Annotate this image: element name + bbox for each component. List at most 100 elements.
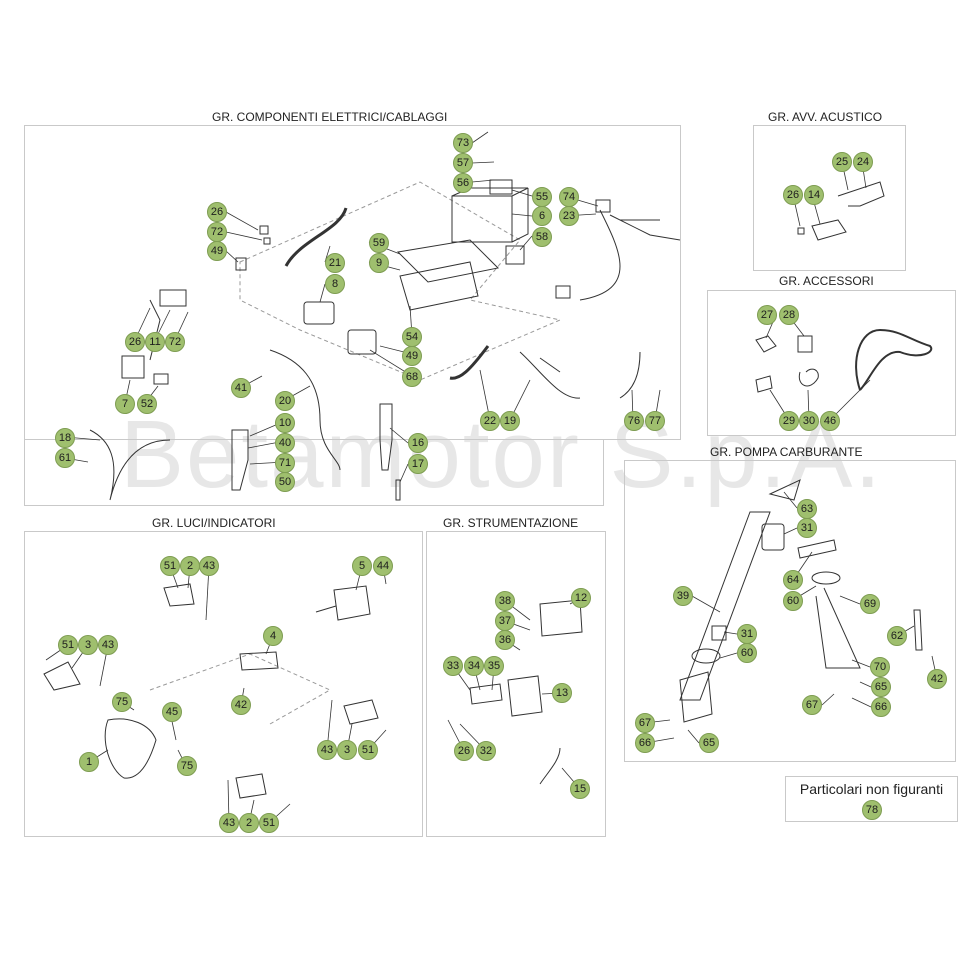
callout-badge: 19 xyxy=(500,411,520,431)
callout-badge: 12 xyxy=(571,588,591,608)
callout-badge: 77 xyxy=(645,411,665,431)
callout-badge: 42 xyxy=(927,669,947,689)
callout-badge: 22 xyxy=(480,411,500,431)
callout-badge: 15 xyxy=(570,779,590,799)
callout-badge: 24 xyxy=(853,152,873,172)
callout-badge: 72 xyxy=(207,222,227,242)
callout-badge: 13 xyxy=(552,683,572,703)
callout-badge: 59 xyxy=(369,233,389,253)
callout-badge: 75 xyxy=(177,756,197,776)
callout-badge: 73 xyxy=(453,133,473,153)
callout-badge: 9 xyxy=(369,253,389,273)
box-horn xyxy=(753,125,906,271)
callout-badge: 76 xyxy=(624,411,644,431)
box-fuel-pump xyxy=(624,460,956,762)
callout-badge: 11 xyxy=(145,332,165,352)
callout-badge: 60 xyxy=(783,591,803,611)
battery-drawing xyxy=(451,195,513,243)
callout-badge: 65 xyxy=(699,733,719,753)
callout-badge: 21 xyxy=(325,253,345,273)
box-instruments xyxy=(426,531,606,837)
callout-badge: 31 xyxy=(737,624,757,644)
callout-badge: 2 xyxy=(239,813,259,833)
callout-badge: 45 xyxy=(162,702,182,722)
callout-badge: 17 xyxy=(408,454,428,474)
callout-badge: 42 xyxy=(231,695,251,715)
callout-badge: 23 xyxy=(559,206,579,226)
callout-badge: 69 xyxy=(860,594,880,614)
callout-badge: 40 xyxy=(275,433,295,453)
box-electrical xyxy=(24,125,681,440)
callout-badge: 26 xyxy=(125,332,145,352)
callout-badge: 51 xyxy=(259,813,279,833)
callout-badge: 37 xyxy=(495,611,515,631)
callout-badge: 49 xyxy=(207,241,227,261)
callout-badge: 61 xyxy=(55,448,75,468)
callout-badge: 26 xyxy=(207,202,227,222)
callout-badge: 55 xyxy=(532,187,552,207)
callout-badge: 75 xyxy=(112,692,132,712)
callout-badge: 74 xyxy=(559,187,579,207)
callout-badge: 57 xyxy=(453,153,473,173)
callout-badge: 67 xyxy=(802,695,822,715)
callout-badge: 27 xyxy=(757,305,777,325)
callout-badge: 3 xyxy=(337,740,357,760)
callout-badge: 29 xyxy=(779,411,799,431)
callout-badge: 43 xyxy=(199,556,219,576)
callout-badge: 26 xyxy=(783,185,803,205)
callout-badge: 4 xyxy=(263,626,283,646)
callout-badge: 52 xyxy=(137,394,157,414)
callout-badge: 8 xyxy=(325,274,345,294)
callout-badge: 26 xyxy=(454,741,474,761)
callout-badge: 50 xyxy=(275,472,295,492)
callout-badge: 54 xyxy=(402,327,422,347)
callout-badge: 44 xyxy=(373,556,393,576)
group-title-fuel-pump: GR. POMPA CARBURANTE xyxy=(710,445,863,459)
callout-badge: 64 xyxy=(783,570,803,590)
callout-badge: 56 xyxy=(453,173,473,193)
note-label: Particolari non figuranti xyxy=(799,781,944,797)
callout-badge: 14 xyxy=(804,185,824,205)
callout-badge: 58 xyxy=(532,227,552,247)
callout-badge: 38 xyxy=(495,591,515,611)
callout-badge: 10 xyxy=(275,413,295,433)
callout-badge: 34 xyxy=(464,656,484,676)
callout-badge: 6 xyxy=(532,206,552,226)
callout-badge: 66 xyxy=(635,733,655,753)
callout-badge: 70 xyxy=(870,657,890,677)
callout-badge: 36 xyxy=(495,630,515,650)
group-title-instruments: GR. STRUMENTAZIONE xyxy=(443,516,579,530)
not-shown-parts-note: Particolari non figuranti 78 xyxy=(785,776,958,822)
group-title-electrical: GR. COMPONENTI ELETTRICI/CABLAGGI xyxy=(212,110,448,124)
callout-badge: 18 xyxy=(55,428,75,448)
callout-badge: 43 xyxy=(98,635,118,655)
callout-badge: 2 xyxy=(180,556,200,576)
callout-badge: 63 xyxy=(797,499,817,519)
callout-badge: 28 xyxy=(779,305,799,325)
callout-badge: 39 xyxy=(673,586,693,606)
callout-badge: 3 xyxy=(78,635,98,655)
callout-badge: 78 xyxy=(862,800,882,820)
callout-badge: 51 xyxy=(58,635,78,655)
callout-badge: 25 xyxy=(832,152,852,172)
callout-badge: 65 xyxy=(871,677,891,697)
callout-badge: 43 xyxy=(219,813,239,833)
group-title-horn: GR. AVV. ACUSTICO xyxy=(768,110,883,124)
callout-badge: 46 xyxy=(820,411,840,431)
callout-badge: 20 xyxy=(275,391,295,411)
callout-badge: 41 xyxy=(231,378,251,398)
callout-badge: 60 xyxy=(737,643,757,663)
callout-badge: 35 xyxy=(484,656,504,676)
callout-badge: 31 xyxy=(797,518,817,538)
callout-badge: 68 xyxy=(402,367,422,387)
callout-badge: 32 xyxy=(476,741,496,761)
box-lights xyxy=(24,531,423,837)
callout-badge: 62 xyxy=(887,626,907,646)
callout-badge: 51 xyxy=(160,556,180,576)
group-title-accessories: GR. ACCESSORI xyxy=(779,274,874,288)
callout-badge: 5 xyxy=(352,556,372,576)
callout-badge: 49 xyxy=(402,346,422,366)
callout-badge: 71 xyxy=(275,453,295,473)
